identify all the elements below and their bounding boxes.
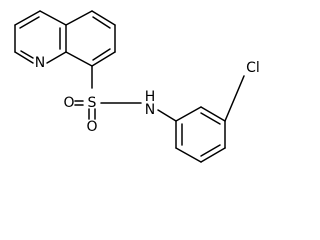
- bond: [200, 106, 226, 122]
- bond: [14, 10, 41, 26]
- bond-n-c: [157, 109, 177, 122]
- ring-nitrogen-label: N: [35, 55, 45, 71]
- bond: [91, 10, 116, 26]
- bond: [65, 51, 93, 67]
- amide-nitrogen-label: N: [145, 102, 155, 118]
- double-bond-inner: [200, 112, 221, 125]
- bond: [200, 147, 226, 163]
- bond: [14, 51, 34, 64]
- bond: [39, 10, 67, 26]
- benzo-ring: [65, 10, 116, 67]
- bond-c-cl: [224, 75, 245, 122]
- double-bond-inner: [92, 48, 111, 61]
- bond: [175, 147, 202, 163]
- pyridine-ring: [14, 10, 67, 64]
- bond: [175, 106, 202, 122]
- molecule-drawing: N S O O H N Cl: [14, 10, 260, 163]
- double-bond-inner: [200, 144, 221, 157]
- oxygen-label: O: [86, 119, 97, 135]
- sulfur-label: S: [88, 95, 97, 111]
- amide-hydrogen-label: H: [145, 89, 156, 105]
- chlorophenyl-ring: [175, 106, 226, 163]
- chlorine-label: Cl: [246, 60, 260, 76]
- bond: [65, 10, 93, 26]
- double-bond-inner: [20, 50, 34, 59]
- double-bond-inner: [19, 16, 40, 29]
- structure-diagram: N S O O H N Cl: [14, 10, 260, 163]
- double-bond-inner: [92, 16, 111, 29]
- oxygen-label: O: [63, 95, 74, 111]
- bond: [91, 51, 116, 67]
- bond: [46, 51, 67, 64]
- sulfonyl-oxygen-bonds: [74, 100, 96, 120]
